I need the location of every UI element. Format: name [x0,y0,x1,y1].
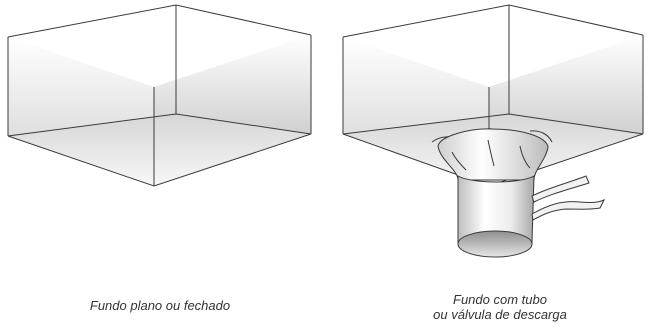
tube-mouth [457,230,533,258]
caption-tube-bottom: Fundo com tubo ou válvula de descarga [380,292,620,322]
top-rim [342,4,644,38]
tube-bottom-box [342,4,644,258]
caption-line-1: Fundo com tubo [453,292,547,307]
valve-ribbon [531,198,606,221]
collar-seam [487,139,495,167]
flat-bottom-box [7,4,312,187]
caption-line-2: ou válvula de descarga [433,307,567,322]
collar-seam [519,145,531,169]
collar-seam [451,151,467,171]
caption-flat-bottom: Fundo plano ou fechado [89,298,231,313]
floor-crease [529,130,553,143]
top-rim [7,4,312,38]
tube-collar [437,128,549,181]
discharge-tube [437,128,549,258]
valve-ribbon [531,175,590,203]
